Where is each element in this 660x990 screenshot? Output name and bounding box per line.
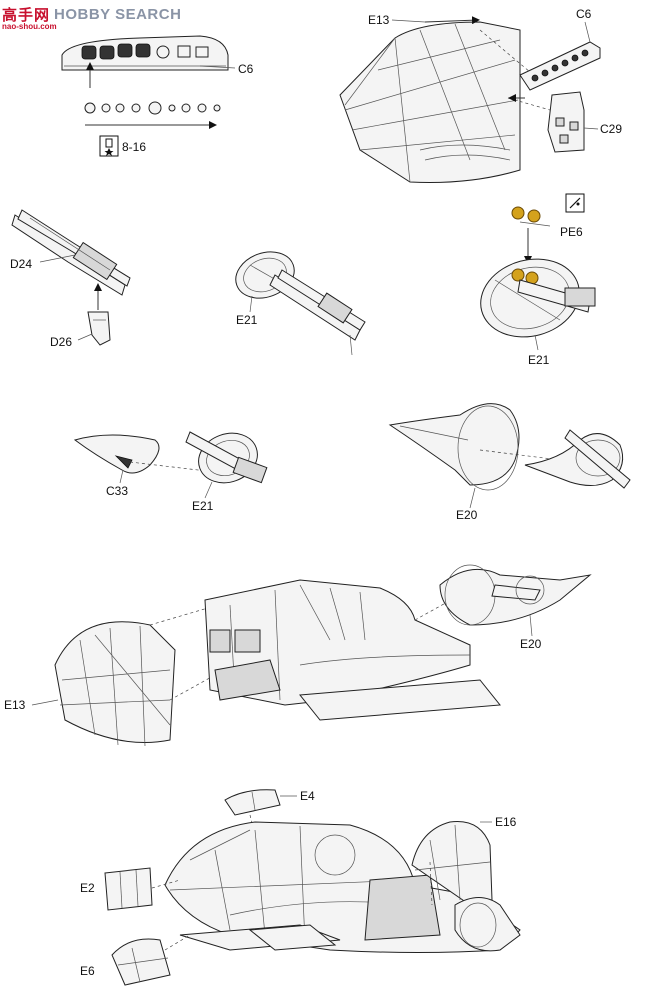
gun-ring-e21-d [524,429,631,489]
step-fuselage-side: E13 E20 [4,564,592,747]
gun-pair-e21 [269,269,366,356]
gun-ring-e21-c [185,431,268,484]
watermark-logo: 高手网 HOBBY SEARCH [2,4,181,25]
label-c6-top: C6 [576,7,592,21]
step-tail-cone-e20: E20 [388,403,631,522]
label-e13-top: E13 [368,13,390,27]
bracket-c29 [547,91,585,153]
step-final-fuselage: E4 E16 [80,789,521,986]
tail-cone-e20-b [439,564,592,626]
tail-cone-e20 [388,403,520,491]
side-panel-e2 [104,867,153,911]
step-c33-e21: C33 E21 [73,431,268,513]
watermark-chinese: 高手网 [2,7,51,24]
label-d26: D26 [50,335,72,349]
tail-cone-final [454,897,521,952]
label-decal-ref: 8-16 [122,140,146,154]
instrument-panel-c6 [61,35,229,71]
mount-d26 [87,311,111,346]
label-e13-mid: E13 [4,698,26,712]
fuselage-body [204,579,501,721]
panel-c6-small [519,41,601,91]
watermark-url: nao-shou.com [2,22,57,31]
label-e20-b: E20 [520,637,542,651]
watermark-english: HOBBY SEARCH [54,6,182,23]
label-c33: C33 [106,484,128,498]
label-e6: E6 [80,964,95,978]
label-pe6: PE6 [560,225,583,239]
label-e2: E2 [80,881,95,895]
step-photo-etch-pe6: PE6 E21 [480,193,596,367]
label-d24: D24 [10,257,32,271]
instrument-decal-row [84,101,221,115]
step-instrument-panel: C6 8-16 [61,35,254,157]
label-e20-a: E20 [456,508,478,522]
nose-glazing-e13 [54,621,176,747]
label-e21-b: E21 [528,353,550,367]
pe6-seat-parts [511,206,551,227]
label-c29: C29 [600,122,622,136]
label-c6-panel: C6 [238,62,254,76]
step-gun-assembly: D24 D26 [10,209,131,349]
step-nose-frame: E13 C6 C29 [339,7,622,183]
canopy-e16 [411,820,493,906]
gun-ring-e21-with-pe6 [480,258,596,338]
side-panel-e6 [111,938,171,986]
fairing-c33 [73,434,160,474]
label-e16: E16 [495,815,517,829]
fuselage-final-body [164,821,521,953]
photo-etch-icon [565,193,585,213]
decal-reference-icon [99,135,119,157]
hatch-e4 [224,789,281,816]
nose-frame-e13 [339,21,521,183]
twin-gun-d24 [11,209,131,296]
label-e4: E4 [300,789,315,803]
step-gun-ring-e21: E21 [235,251,366,356]
label-e21-a: E21 [236,313,258,327]
label-e21-c: E21 [192,499,214,513]
